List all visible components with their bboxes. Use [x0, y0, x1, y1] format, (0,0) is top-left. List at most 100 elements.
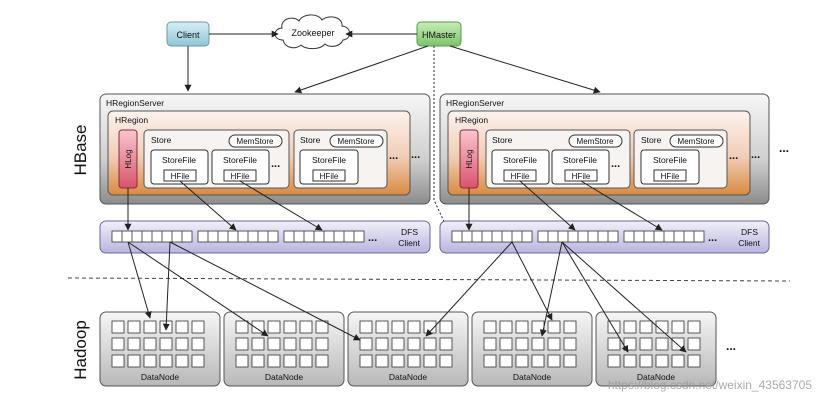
data-block [439, 320, 453, 334]
data-block [547, 354, 561, 368]
data-block [191, 337, 205, 351]
region-ellipsis: ... [751, 149, 760, 161]
data-block [483, 354, 497, 368]
data-block [499, 354, 513, 368]
data-block [639, 320, 653, 334]
hadoop-side-label: Hadoop [71, 320, 90, 380]
data-block [143, 320, 157, 334]
data-block [251, 337, 265, 351]
data-block [283, 320, 297, 334]
hregion-title: HRegion [455, 115, 488, 125]
datanode-label: DataNode [265, 372, 304, 382]
data-block [359, 320, 373, 334]
dfs-block-group [197, 230, 279, 243]
region-server-title: HRegionServer [446, 98, 504, 108]
hfile-to-dfs-arrow [239, 180, 323, 231]
memstore-label: MemStore [678, 137, 715, 146]
region-server-title: HRegionServer [106, 98, 164, 108]
data-block [407, 320, 421, 334]
data-block [283, 354, 297, 368]
dfs-block-group [111, 230, 193, 243]
data-block [315, 337, 329, 351]
top-connectors [184, 30, 601, 227]
data-block [687, 320, 701, 334]
data-block [191, 354, 205, 368]
data-block [671, 320, 685, 334]
hfile-to-dfs-arrow [580, 180, 663, 231]
data-block [251, 354, 265, 368]
data-block [655, 354, 669, 368]
storefile-label: StoreFile [312, 155, 346, 165]
dfs-to-datanode-arrow [561, 241, 687, 353]
dfs-block-group [623, 230, 705, 243]
storefile-label: StoreFile [162, 155, 196, 165]
data-block [175, 337, 189, 351]
dfs-to-datanode-arrow [425, 241, 513, 337]
data-block [143, 354, 157, 368]
memstore-pill [329, 134, 384, 148]
zookeeper-label: Zookeeper [291, 28, 334, 38]
data-block [391, 354, 405, 368]
data-block [391, 337, 405, 351]
datanode: DataNode [595, 311, 717, 387]
data-flow-arrows [124, 180, 687, 353]
dfs-client-label: DFS [401, 227, 418, 237]
dfs-to-datanode-arrow [162, 241, 171, 331]
store-label: Store [300, 135, 321, 145]
dfs-to-datanode-arrow [169, 241, 361, 341]
data-block [375, 337, 389, 351]
memstore-pill [228, 134, 283, 148]
data-block [607, 337, 621, 351]
data-block [671, 354, 685, 368]
data-block [159, 354, 173, 368]
data-block [483, 320, 497, 334]
hmaster-node: HMaster [416, 21, 462, 47]
storefile-ellipsis: ... [611, 158, 620, 170]
hfile-label: HFile [511, 172, 530, 181]
data-block [111, 354, 125, 368]
data-block [127, 337, 141, 351]
client-label: Client [176, 30, 200, 40]
hfile-label: HFile [572, 172, 591, 181]
data-block [267, 320, 281, 334]
memstore-label: MemStore [338, 137, 375, 146]
storefile-label: StoreFile [563, 155, 597, 165]
data-block [375, 354, 389, 368]
hmaster-to-server2-arrow [449, 45, 601, 94]
data-block [439, 354, 453, 368]
memstore-label: MemStore [577, 137, 614, 146]
datanode-label: DataNode [141, 372, 180, 382]
dfs-ellipsis: ... [368, 232, 377, 244]
hmaster-dotted-link [433, 46, 447, 227]
zookeeper-cloud: Zookeeper [274, 14, 351, 50]
data-block [407, 337, 421, 351]
data-block [315, 320, 329, 334]
data-block [655, 337, 669, 351]
hfile-label: HFile [231, 172, 250, 181]
datanode: DataNode [471, 311, 593, 387]
data-block [127, 354, 141, 368]
storefile-label: StoreFile [503, 155, 537, 165]
data-block [499, 337, 513, 351]
data-block [235, 337, 249, 351]
data-block [563, 354, 577, 368]
data-block [607, 320, 621, 334]
data-block [391, 320, 405, 334]
data-block [623, 354, 637, 368]
hbase-hadoop-separator [67, 277, 791, 282]
datanode: DataNode [99, 311, 221, 387]
storefile-label: StoreFile [653, 155, 687, 165]
hmaster-label: HMaster [422, 30, 456, 40]
hfile-box [653, 169, 687, 182]
hfile-to-dfs-arrow [179, 180, 237, 231]
store-label: Store [492, 135, 513, 145]
data-block [175, 354, 189, 368]
data-block [531, 354, 545, 368]
store-label: Store [641, 135, 662, 145]
data-block [299, 320, 313, 334]
dfs-to-datanode-arrow [127, 241, 152, 319]
data-block [175, 320, 189, 334]
data-block [499, 320, 513, 334]
dfs-block-group [537, 230, 619, 243]
data-block [483, 337, 497, 351]
